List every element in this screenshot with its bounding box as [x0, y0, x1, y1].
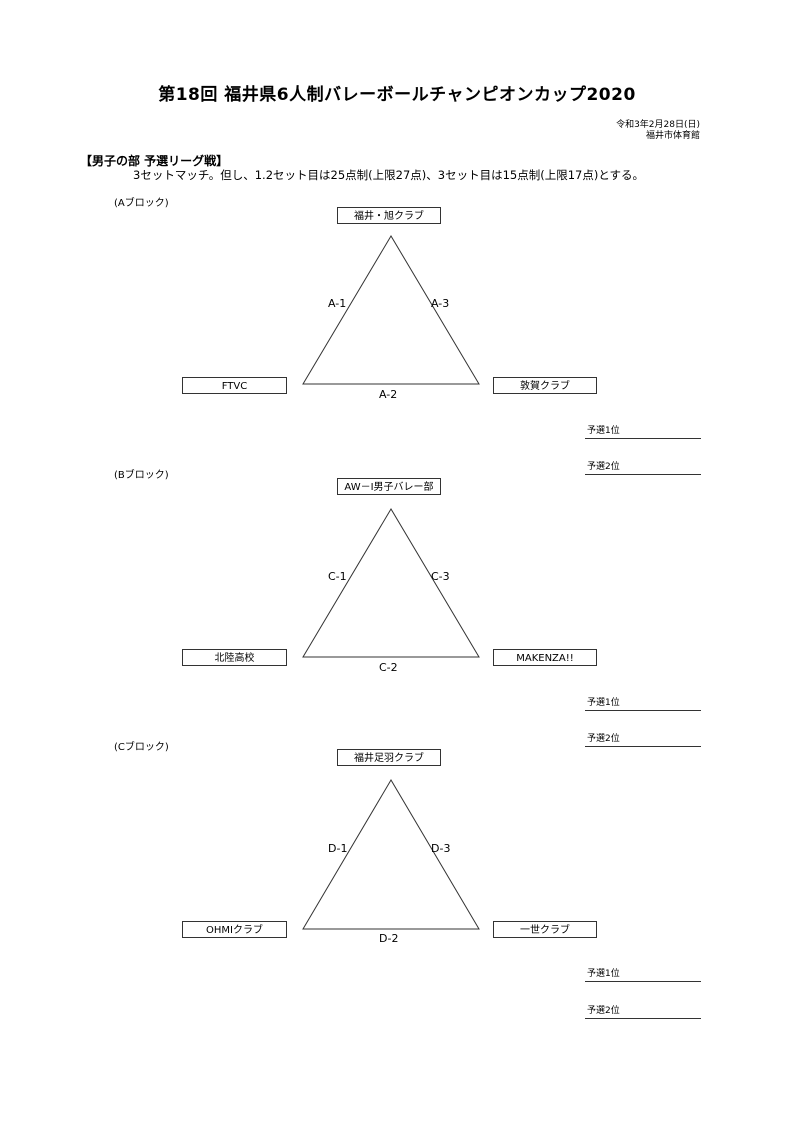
match-label: A-1 — [328, 297, 347, 310]
block-c-left-team: OHMIクラブ — [182, 921, 287, 938]
block-c-right-team: 一世クラブ — [493, 921, 597, 938]
rank-second-line: 予選2位 — [585, 460, 701, 475]
match-rule-text: 3セットマッチ。但し、1.2セット目は25点制(上限27点)、3セット目は15点… — [133, 168, 644, 182]
match-label: D-1 — [328, 842, 348, 855]
rank-first-line: 予選1位 — [585, 967, 701, 982]
block-a-triangle — [302, 235, 480, 385]
event-venue: 福井市体育館 — [645, 131, 700, 141]
match-label: D-3 — [431, 842, 451, 855]
rank-second-line: 予選2位 — [585, 732, 701, 747]
block-b-triangle — [302, 508, 480, 658]
page-title: 第18回 福井県6人制バレーボールチャンピオンカップ2020 — [158, 85, 636, 105]
match-label: A-2 — [379, 388, 398, 401]
block-a-right-team: 敦賀クラブ — [493, 377, 597, 394]
block-a-label: (Aブロック) — [114, 198, 169, 209]
match-label: A-3 — [431, 297, 450, 310]
block-a-left-team: FTVC — [182, 377, 287, 394]
block-b-label: (Bブロック) — [114, 470, 169, 481]
block-b-right-team: MAKENZA!! — [493, 649, 597, 666]
event-date: 令和3年2月28日(日) — [616, 120, 700, 130]
block-b-top-team: AW－I男子バレー部 — [337, 478, 441, 495]
match-label: D-2 — [379, 932, 399, 945]
match-label: C-2 — [379, 661, 398, 674]
block-c-label: (Cブロック) — [114, 742, 169, 753]
block-c-triangle — [302, 779, 480, 930]
section-title: 【男子の部 予選リーグ戦】 — [80, 154, 229, 168]
block-c-top-team: 福井足羽クラブ — [337, 749, 441, 766]
rank-first-line: 予選1位 — [585, 424, 701, 439]
match-label: C-1 — [328, 570, 347, 583]
block-a-top-team: 福井・旭クラブ — [337, 207, 441, 224]
match-label: C-3 — [431, 570, 450, 583]
block-b-left-team: 北陸高校 — [182, 649, 287, 666]
rank-second-line: 予選2位 — [585, 1004, 701, 1019]
rank-first-line: 予選1位 — [585, 696, 701, 711]
